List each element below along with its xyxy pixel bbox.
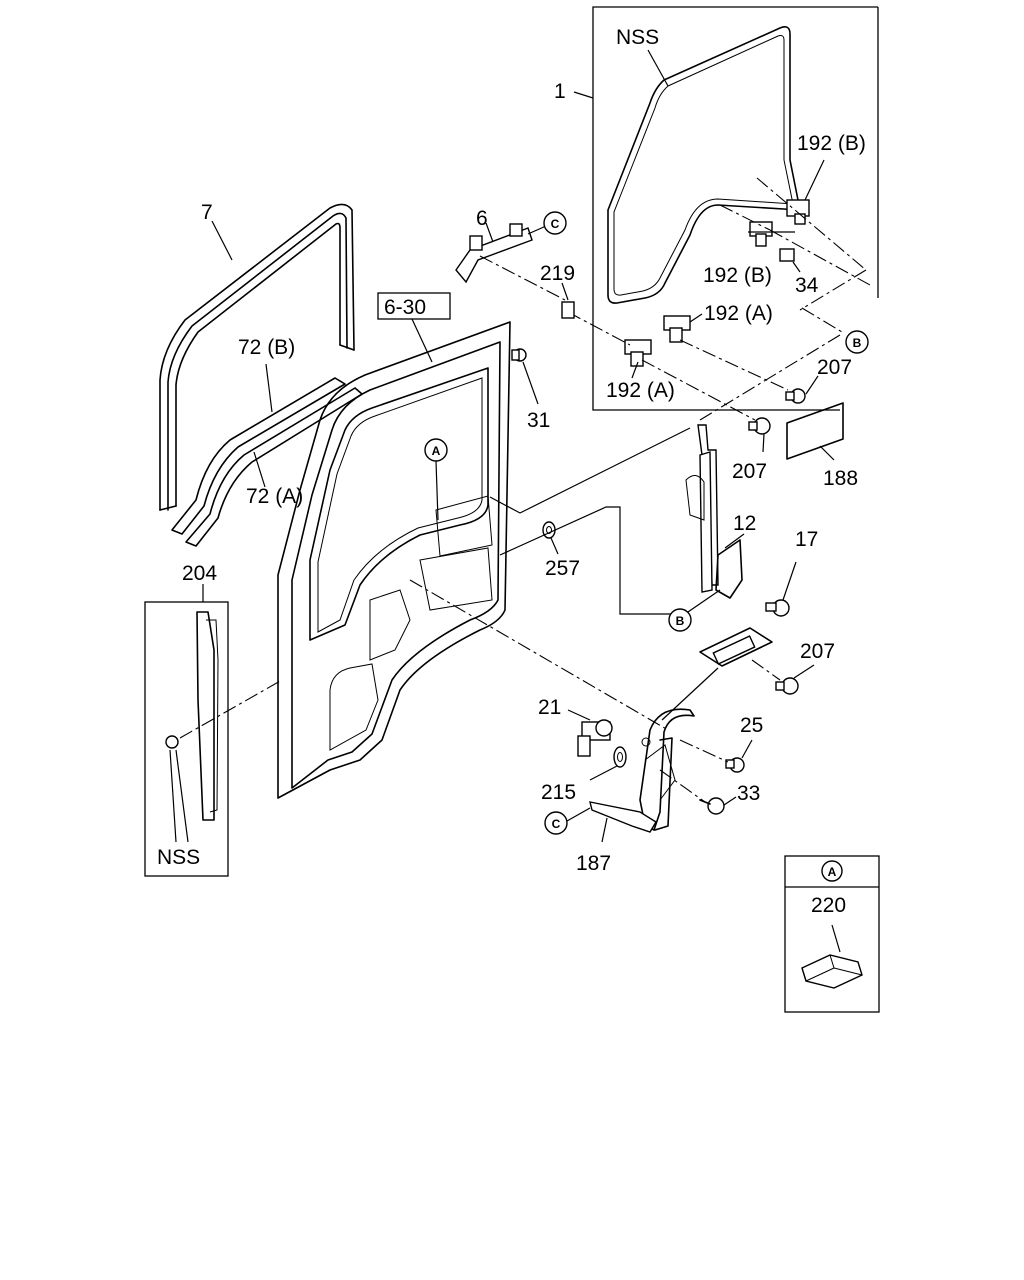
ref-c-top-label: C [551,217,560,231]
glass-run-72a [185,387,363,547]
screw-33-dash [659,769,706,803]
bolt-25-dash [679,739,729,763]
label-215: 215 [541,781,576,804]
ref-b-glass: B [845,330,869,354]
label-25: 25 [740,714,763,737]
label-31: 31 [527,409,550,432]
label-34: 34 [795,274,819,297]
door-glass [607,26,801,304]
label-33: 33 [737,782,760,805]
label-192a-left: 192 (A) [606,379,675,402]
label-188: 188 [823,467,858,490]
label-188 [786,402,844,461]
label-21: 21 [538,696,561,719]
ref-c-bottom-label: C [552,817,561,831]
label-17: 17 [795,528,818,551]
label-part-1: 1 [554,80,566,103]
label-72a: 72 (A) [246,485,303,508]
label-nss-strip: NSS [157,846,200,869]
ref-c-bottom: C [544,807,591,835]
channel-6 [455,222,547,284]
label-204: 204 [182,562,217,585]
label-nss-glass: NSS [616,26,659,49]
label-192a-right: 192 (A) [704,302,773,325]
bolt-207-c [775,664,815,695]
screw-33 [699,796,737,815]
label-12: 12 [733,512,756,535]
clip-34 [779,248,801,273]
regulator-bracket [661,627,773,721]
channel-dash-b [567,311,631,346]
label-192b-mid: 192 (B) [703,264,772,287]
inset-a-box: A [784,855,880,1013]
glass-clip-192b-top [786,159,825,225]
clip-219 [561,282,575,319]
glass-clip-192a-right [663,313,703,343]
label-219: 219 [540,262,575,285]
glass-run-72b [171,363,346,535]
glass-clip-192b-mid [748,221,795,247]
door-panel [277,292,511,799]
ref-a-inset-label: A [828,865,837,879]
washer-215 [589,746,627,781]
screw-17 [765,561,797,617]
bolt-207-a [785,375,819,404]
ref-a-door-label: A [432,444,441,458]
label-207-b: 207 [732,460,767,483]
bolt-207-c-dash [751,659,781,681]
glass-alignment-lines [641,177,871,421]
label-207-a: 207 [817,356,852,379]
regulator-arm [639,708,695,831]
label-257: 257 [545,557,580,580]
glass-clip-192a-left [624,339,652,379]
label-6-30: 6-30 [384,296,426,319]
bolt-207-b [748,417,771,453]
weatherstrip-box [144,584,283,877]
regulator-rail-12 [685,424,745,599]
ref-b-regulator: B [668,608,692,632]
label-220: 220 [811,894,846,917]
label-6: 6 [476,207,488,230]
bumper-31 [511,348,539,405]
channel-dash-a [479,255,566,301]
label-7: 7 [201,201,213,224]
label-72b: 72 (B) [238,336,295,359]
regulator-handle-187 [589,801,657,843]
regulator-alignment-lines [489,427,721,615]
ref-c-top: C [543,211,567,235]
ref-a-door: A [424,438,448,521]
glass-run-7 [159,203,355,511]
grommet-257 [542,521,559,555]
label-192b-top: 192 (B) [797,132,866,155]
label-187: 187 [576,852,611,875]
ref-b-regulator-label: B [676,614,685,628]
ref-b-glass-label: B [853,336,862,350]
motor-21 [567,709,613,757]
label-207-c: 207 [800,640,835,663]
bolt-25 [725,739,753,773]
